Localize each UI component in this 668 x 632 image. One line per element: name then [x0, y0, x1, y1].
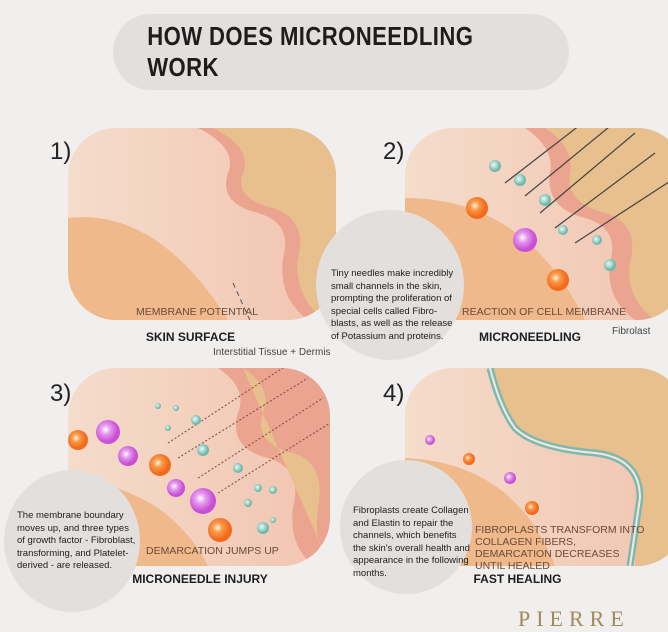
page-title: HOW DOES MICRONEEDLING WORK — [147, 21, 474, 82]
caption-fast-healing: FAST HEALING — [473, 572, 562, 586]
interstitial-annotation: Interstitial Tissue + Dermis — [213, 347, 331, 358]
caption-skin-surface: SKIN SURFACE — [145, 330, 236, 344]
explanation-bubble-3 — [4, 470, 140, 612]
demarcation-jumps-label: DEMARCATION JUMPS UP — [146, 545, 279, 557]
explanation-bubble-4 — [340, 460, 472, 594]
step-number-3: 3) — [50, 380, 72, 407]
step-number-4: 4) — [383, 380, 405, 407]
fibrolast-annotation: Fibrolast — [612, 326, 651, 337]
explanation-text-3: The membrane boundary moves up, and thre… — [17, 510, 136, 571]
caption-microneedle-injury: MICRONEEDLE INJURY — [132, 572, 268, 586]
brand-logo: PIERRE — [518, 606, 630, 631]
reaction-cell-membrane-label: REACTION OF CELL MEMBRANE — [462, 306, 627, 318]
caption-microneedling: MICRONEEDLING — [479, 330, 581, 344]
title-banner: HOW DOES MICRONEEDLING WORK — [113, 14, 569, 90]
step-number-2: 2) — [383, 138, 405, 165]
explanation-text-4: Fibroplasts create Collagen and Elastin … — [353, 505, 470, 579]
explanation-text-2: Tiny needles make incredibly small chann… — [331, 268, 454, 342]
step-number-1: 1) — [50, 138, 72, 165]
membrane-potential-label: MEMBRANE POTENTIAL — [136, 306, 258, 318]
explanation-bubble-2 — [316, 210, 464, 360]
skin-surface-illustration — [68, 128, 336, 320]
fibroplasts-transform-label: FIBROPLASTS TRANSFORM INTO COLLAGEN FIBE… — [475, 524, 645, 572]
